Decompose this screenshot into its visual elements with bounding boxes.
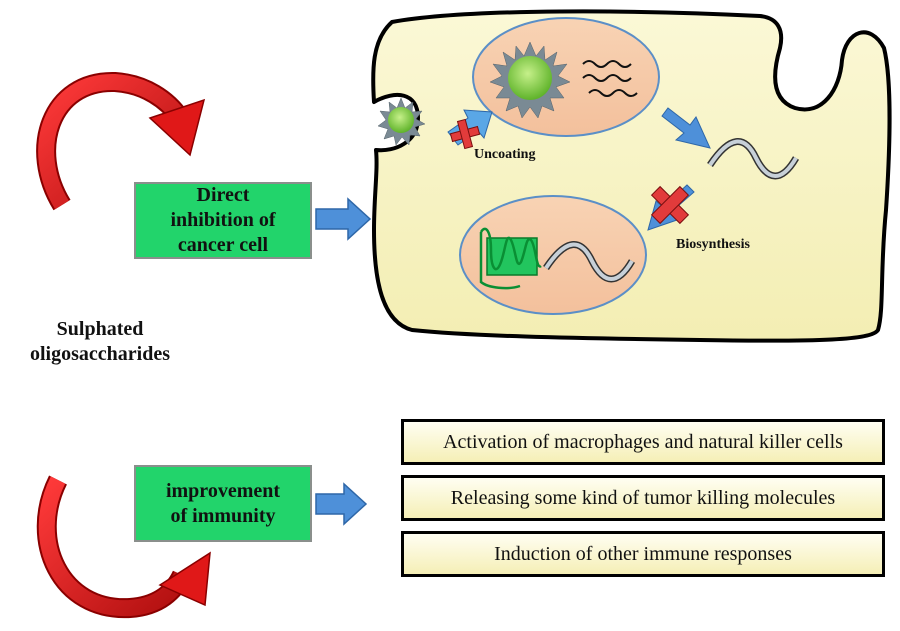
immunity-box: improvement of immunity: [134, 465, 312, 542]
arrow-to-outcomes: [315, 482, 368, 526]
immunity-line2: of immunity: [170, 504, 276, 527]
arrow-to-cell: [315, 197, 372, 241]
rna-strand-released: [707, 138, 800, 180]
outcome-box-2: Releasing some kind of tumor killing mol…: [401, 475, 885, 521]
virus-particle-in-nucleus: [489, 41, 571, 119]
outcome-text-2: Releasing some kind of tumor killing mol…: [450, 486, 836, 509]
outcome-text-3: Induction of other immune responses: [494, 542, 792, 565]
virus-particle-entering: [377, 97, 426, 146]
direct-inhibition-line2: inhibition of: [170, 209, 276, 231]
uncoating-label: Uncoating: [474, 147, 536, 162]
direct-inhibition-line3: cancer cell: [177, 234, 269, 256]
outcome-box-3: Induction of other immune responses: [401, 531, 885, 577]
source-label-line1: Sulphated: [56, 318, 144, 340]
source-label-line2: oligosaccharides: [30, 343, 170, 365]
curved-arrow-top: [36, 71, 206, 211]
direct-inhibition-line1: Direct: [196, 184, 250, 206]
inhibition-x-uncoating: [449, 118, 481, 150]
source-label: Sulphated oligosaccharides: [0, 317, 200, 367]
protein-coil-icon: [479, 227, 542, 290]
biosynthesis-label: Biosynthesis: [676, 237, 750, 252]
outcome-box-1: Activation of macrophages and natural ki…: [401, 419, 885, 465]
rna-strand-lower: [543, 241, 636, 283]
direct-inhibition-box: Direct inhibition of cancer cell: [134, 182, 312, 259]
immunity-line1: improvement: [165, 479, 281, 502]
inhibition-x-biosynthesis: [650, 185, 690, 225]
rna-fragments: [582, 60, 638, 97]
arrow-nucleus-to-rna: [661, 107, 711, 149]
outcome-text-1: Activation of macrophages and natural ki…: [443, 430, 843, 453]
curved-arrow-bottom: [36, 475, 211, 619]
